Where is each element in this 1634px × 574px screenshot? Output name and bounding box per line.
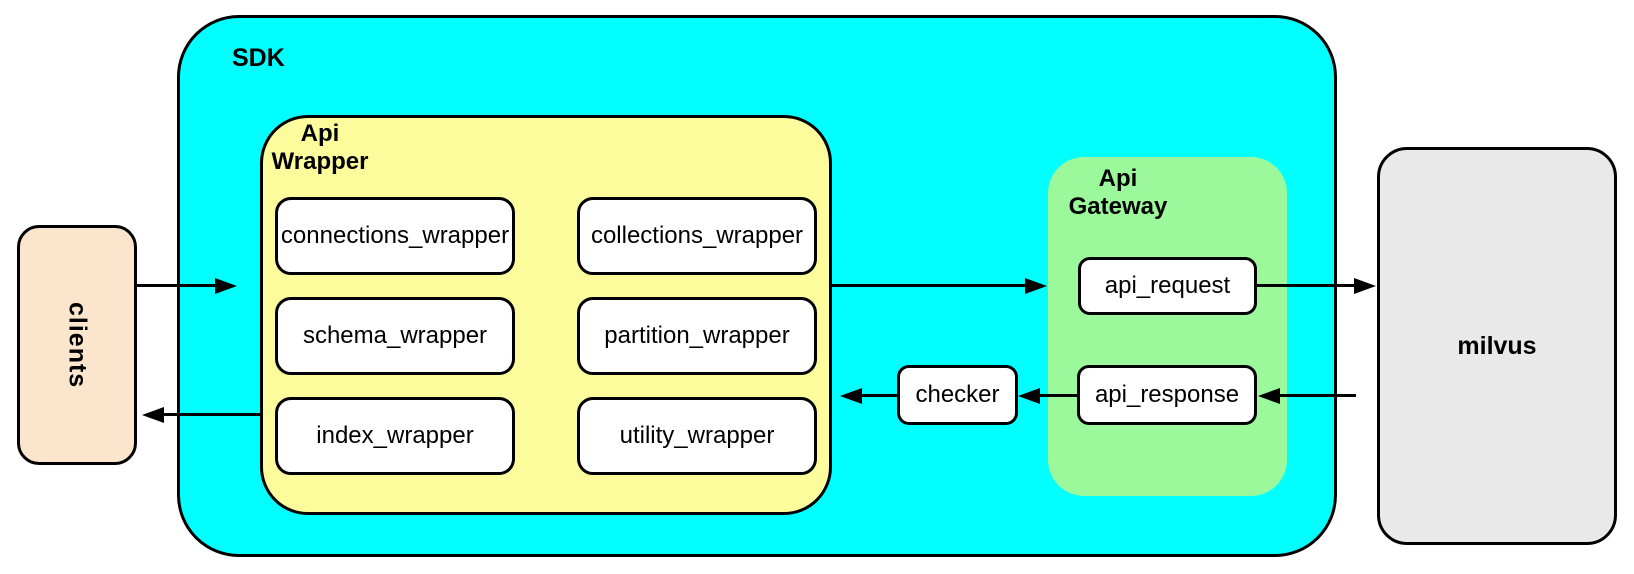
box-utility-wrapper: utility_wrapper (577, 397, 817, 475)
clients-label: clients (63, 301, 92, 389)
api-wrapper-container: Api Wrapper connections_wrapper collecti… (260, 115, 832, 515)
arrow-checker-to-wrapper-head-icon (840, 388, 862, 404)
api-gateway-container: Api Gateway api_request api_response (1048, 157, 1287, 496)
arrow-wrapper-to-gateway-line (832, 284, 1027, 287)
clients-box: clients (17, 225, 137, 465)
arrow-wrapper-to-gateway-head-icon (1025, 278, 1047, 294)
arrow-response-to-checker-head-icon (1018, 388, 1040, 404)
api-wrapper-label: Api Wrapper (263, 120, 377, 176)
box-api-request: api_request (1078, 257, 1257, 315)
arrow-request-to-milvus-line (1257, 284, 1354, 287)
api-gateway-label: Api Gateway (1058, 165, 1178, 221)
arrow-clients-to-sdk-line (137, 284, 217, 287)
sdk-container: SDK Api Wrapper connections_wrapper coll… (177, 15, 1337, 557)
sdk-label: SDK (232, 44, 285, 72)
box-api-response: api_response (1077, 365, 1257, 425)
milvus-box: milvus (1377, 147, 1617, 545)
arrow-response-to-checker-line (1040, 394, 1077, 397)
arrow-milvus-to-response-head-icon (1258, 388, 1280, 404)
box-partition-wrapper: partition_wrapper (577, 297, 817, 375)
arrow-checker-to-wrapper-line (862, 394, 897, 397)
arrow-milvus-to-response-line (1280, 394, 1356, 397)
arrow-wrapper-to-clients-line (164, 413, 260, 416)
box-checker: checker (897, 365, 1018, 425)
box-collections-wrapper: collections_wrapper (577, 197, 817, 275)
box-index-wrapper: index_wrapper (275, 397, 515, 475)
box-connections-wrapper: connections_wrapper (275, 197, 515, 275)
arrow-clients-to-sdk-head-icon (215, 278, 237, 294)
api-wrapper-label-line1: Api (300, 120, 340, 147)
milvus-label: milvus (1457, 331, 1537, 360)
api-gateway-label-line1: Api (1098, 165, 1138, 192)
box-schema-wrapper: schema_wrapper (275, 297, 515, 375)
api-wrapper-label-line2: Wrapper (271, 148, 369, 175)
arrow-wrapper-to-clients-head-icon (142, 407, 164, 423)
arrow-request-to-milvus-head-icon (1354, 278, 1376, 294)
api-gateway-label-line2: Gateway (1068, 193, 1168, 220)
